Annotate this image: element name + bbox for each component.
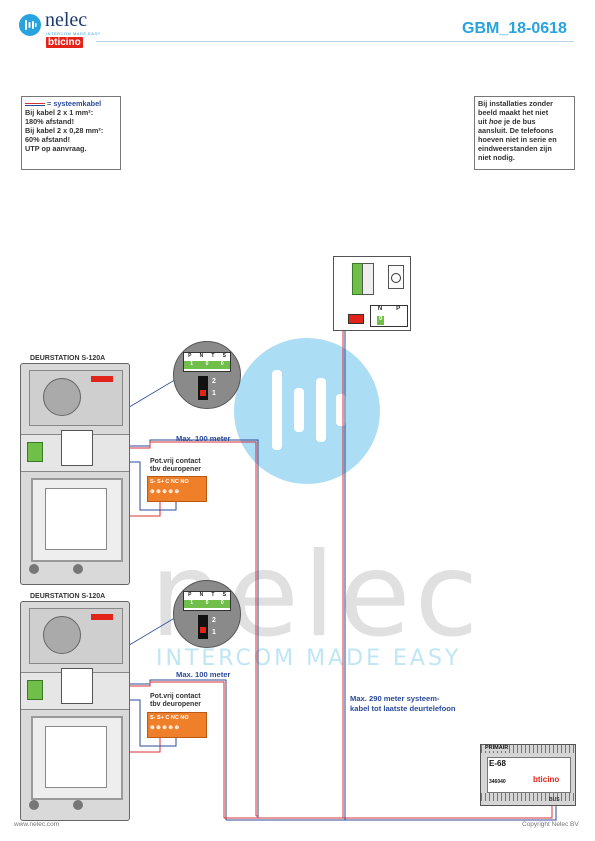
relay-title-1a: Pot.vrij contact	[150, 458, 201, 465]
relay-module-2	[147, 712, 207, 738]
ps-primary-label: PRIMAIR	[484, 745, 510, 751]
legend-note: = systeemkabel Bij kabel 2 x 1 mm²: 180%…	[21, 96, 121, 170]
watermark-logo-icon	[272, 370, 346, 450]
ps-part-number: 346040	[489, 779, 506, 785]
footer-website: www.nelec.com	[14, 821, 60, 828]
brand-tagline: INTERCOM MADE EASY	[46, 31, 101, 36]
legend-line: Bij kabel 2 x 0,28 mm²:	[25, 126, 104, 135]
ps-bus-label: BUS	[549, 797, 560, 803]
mounting-hole-icon	[73, 800, 83, 810]
distance-1: Max. 100 meter	[176, 434, 231, 443]
relay-screws-1: ⊕ ⊕ ⊕ ⊕ ⊕	[150, 489, 180, 495]
mounting-hole-icon	[29, 800, 39, 810]
camera-lens-icon	[43, 378, 81, 416]
switch-knob	[200, 390, 206, 396]
brand-badge	[91, 376, 113, 382]
info-line: beeld maakt het niet	[478, 108, 549, 117]
switch-label: 2	[212, 617, 216, 624]
ps-vent-top	[481, 745, 575, 753]
info-line: uit hoe je de bus	[478, 117, 536, 126]
relay-terminals-2: S- S+ C NC NO	[150, 715, 189, 721]
terminal-block	[61, 430, 93, 466]
legend-line: UTP op aanvraag.	[25, 144, 87, 153]
relay-title-2b: tbv deuropener	[150, 701, 201, 708]
cable-handset	[342, 320, 346, 820]
relay-screws-2: ⊕ ⊕ ⊕ ⊕ ⊕	[150, 725, 180, 731]
door-station-1	[20, 363, 130, 585]
switch-label: 2	[212, 378, 216, 385]
info-note: Bij installaties zonder beeld maakt het …	[474, 96, 575, 170]
watermark-tagline: INTERCOM MADE EASY	[156, 646, 462, 671]
relay-title-1b: tbv deuropener	[150, 466, 201, 473]
mounting-hole-icon	[29, 564, 39, 574]
legend-line: Bij kabel 2 x 1 mm²:	[25, 108, 94, 117]
ps-brand: bticino	[533, 775, 560, 784]
legend-line: 180% afstand!	[25, 117, 75, 126]
legend-line: 60% afstand!	[25, 135, 71, 144]
ps-vent-bottom	[481, 793, 575, 801]
ps-panel	[487, 757, 571, 793]
info-line: hoeven niet in serie en	[478, 135, 557, 144]
info-line: Bij installaties zonder	[478, 99, 554, 108]
ps-model: E-68	[489, 759, 506, 768]
header-rule	[96, 41, 574, 42]
frame-window	[45, 488, 107, 550]
switch-label: 1	[212, 629, 216, 636]
terminal-block	[61, 668, 93, 704]
terminal-block-green	[27, 442, 43, 462]
cable-main-bus	[224, 806, 557, 821]
switch-knob	[200, 627, 206, 633]
brand-badge	[91, 614, 113, 620]
relay-title-2a: Pot.vrij contact	[150, 693, 201, 700]
terminal-block-green	[27, 680, 43, 700]
handset-jack-ring	[391, 273, 401, 283]
relay-module-1	[147, 476, 207, 502]
info-line: aansluit. De telefoons	[478, 126, 554, 135]
door-station-1-title: DEURSTATION S-120A	[30, 355, 106, 362]
system-cable-note-2: kabel tot laatste deurtelefoon	[350, 704, 456, 713]
camera-lens-icon	[43, 616, 81, 654]
door-station-2-title: DEURSTATION S-120A	[30, 593, 106, 600]
handset-terminal-block	[362, 263, 374, 295]
handset-switch	[348, 314, 364, 324]
nelec-logo-icon	[19, 14, 41, 36]
document-code: GBM_18-0618	[462, 20, 567, 37]
distance-2: Max. 100 meter	[176, 670, 231, 679]
info-line: eindweerstanden zijn	[478, 144, 552, 153]
info-line: niet nodig.	[478, 153, 515, 162]
frame-window	[45, 726, 107, 788]
door-station-2	[20, 601, 130, 821]
footer-copyright: Copyright Nelec BV	[522, 821, 579, 828]
power-supply: PRIMAIR E-68 346040 bticino	[480, 744, 576, 806]
mounting-hole-icon	[73, 564, 83, 574]
legend-title: = systeemkabel	[47, 99, 102, 108]
system-cable-legend-icon	[25, 102, 45, 106]
switch-label: 1	[212, 390, 216, 397]
brand-name: nelec	[45, 9, 88, 31]
system-cable-note-1: Max. 290 meter systeem-	[350, 694, 440, 703]
partner-logo: bticino	[46, 37, 83, 48]
switch-1	[198, 376, 208, 400]
relay-terminals-1: S- S+ C NC NO	[150, 479, 189, 485]
